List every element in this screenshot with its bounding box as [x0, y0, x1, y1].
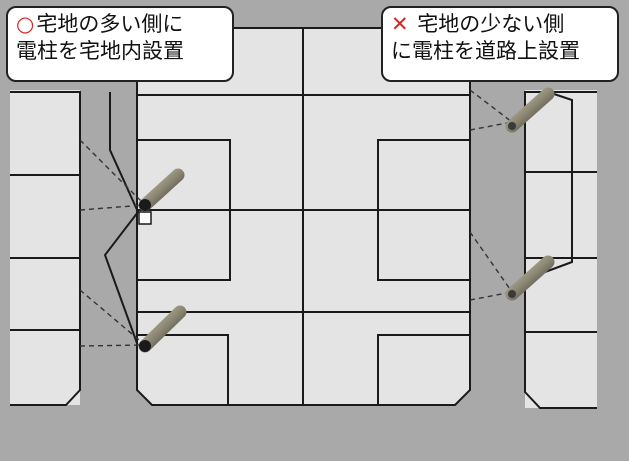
lot-left-lines: [10, 91, 81, 406]
callout-recommended-text1: 宅地の多い側に: [36, 12, 184, 36]
service-cable-left: [103, 92, 140, 347]
dashed-drop-lines-right: [469, 89, 513, 301]
utility-pole-icon: [138, 168, 185, 212]
lot-right-column: [525, 90, 597, 408]
callout-recommended-text2: 電柱を宅地内設置: [16, 39, 184, 63]
cross-mark-icon: ✕: [391, 12, 409, 36]
service-cable-right: [544, 91, 573, 273]
callout-recommended-line1: ○宅地の多い側に: [16, 11, 224, 38]
callout-not-recommended-text2: に電柱を道路上設置: [391, 39, 580, 63]
callout-recommended: ○宅地の多い側に 電柱を宅地内設置: [6, 6, 234, 82]
central-parcel-lines: [137, 28, 470, 405]
utility-pole-icon: [505, 255, 555, 301]
callout-not-recommended-line1: ✕ 宅地の少ない側: [391, 11, 609, 38]
pole-base-marker: [138, 211, 152, 225]
callout-not-recommended: ✕ 宅地の少ない側 に電柱を道路上設置: [381, 6, 619, 82]
circle-mark-icon: ○: [16, 12, 35, 36]
lot-left-column: [10, 90, 80, 405]
utility-pole-icon: [138, 305, 187, 353]
callout-not-recommended-text1: 宅地の少ない側: [417, 12, 565, 36]
utility-pole-icon: [505, 87, 555, 133]
dashed-drop-lines-left: [79, 139, 146, 347]
